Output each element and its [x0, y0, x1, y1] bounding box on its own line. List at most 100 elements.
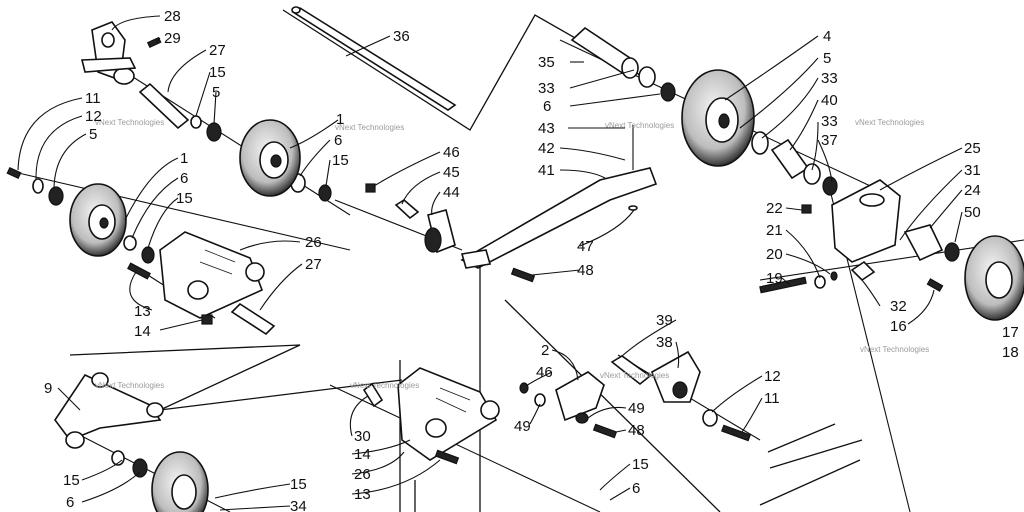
- callout-26-left: 26: [305, 234, 322, 251]
- bushing-stack-33-40-37: [751, 131, 838, 196]
- callout-11-right: 11: [764, 390, 780, 407]
- callout-15-top: 15: [209, 64, 226, 81]
- callout-11-left: 11: [85, 90, 101, 107]
- svg-text:vNext Technologies: vNext Technologies: [855, 118, 924, 127]
- callout-33-c: 33: [821, 113, 838, 130]
- callout-32: 32: [890, 298, 907, 315]
- callout-13-left: 13: [134, 303, 151, 320]
- callout-34: 34: [290, 498, 307, 512]
- callout-46-lower: 46: [536, 364, 553, 381]
- bolt-19-stack: [759, 260, 944, 294]
- callout-numbers: 28 29 27 15 5 11 12 5 1 6 15 1 6 15 26 2…: [44, 8, 1019, 512]
- callout-14-left: 14: [134, 323, 151, 340]
- callout-2: 2: [541, 342, 549, 359]
- callout-49-right: 49: [628, 400, 645, 417]
- callout-17: 17: [1002, 324, 1019, 341]
- callout-21: 21: [766, 222, 783, 239]
- callout-28: 28: [164, 8, 181, 25]
- callout-22: 22: [766, 200, 783, 217]
- bracket-28: [80, 21, 137, 85]
- callout-1-lower: 1: [180, 150, 188, 167]
- callout-45: 45: [443, 164, 460, 181]
- callout-19: 19: [766, 270, 783, 287]
- arm-9: [54, 372, 164, 478]
- leader-lines: [17, 15, 963, 511]
- bolt-13-left: [127, 262, 213, 325]
- callout-13-center: 13: [354, 486, 371, 503]
- callout-47: 47: [577, 238, 594, 255]
- callout-29: 29: [164, 30, 181, 47]
- callout-5-top: 5: [212, 84, 220, 101]
- hardware-left-stack: [6, 115, 332, 264]
- callout-18: 18: [1002, 344, 1019, 361]
- callout-6-lower: 6: [180, 170, 188, 187]
- callout-48-lower: 48: [628, 422, 645, 439]
- callout-50: 50: [964, 204, 981, 221]
- callout-41: 41: [538, 162, 555, 179]
- wheel-4: [681, 69, 755, 167]
- bracket-38-39: [610, 350, 751, 442]
- idler-wheel-bottom-left: [151, 451, 209, 512]
- svg-text:vNext Technologies: vNext Technologies: [350, 381, 419, 390]
- callout-15-bottom: 15: [290, 476, 307, 493]
- callout-5-right: 5: [823, 50, 831, 67]
- callout-27-top: 27: [209, 42, 226, 59]
- svg-text:vNext Technologies: vNext Technologies: [600, 371, 669, 380]
- bracket-26-center: [362, 367, 500, 465]
- callout-16: 16: [890, 318, 907, 335]
- bracket-26-left: [159, 231, 265, 319]
- callout-31: 31: [964, 162, 981, 179]
- wheel-right-edge: [964, 235, 1024, 321]
- idler-wheel-1-upper: [239, 119, 301, 197]
- roller-35: [570, 26, 676, 102]
- callout-42: 42: [538, 140, 555, 157]
- callout-43: 43: [538, 120, 555, 137]
- spacer-44-45-46: [365, 183, 456, 254]
- callout-36: 36: [393, 28, 410, 45]
- callout-27-left: 27: [305, 256, 322, 273]
- callout-39: 39: [656, 312, 673, 329]
- spacer-27-lower: [230, 302, 276, 336]
- spacer-27-top: [138, 82, 190, 130]
- svg-text:vNext Technologies: vNext Technologies: [95, 118, 164, 127]
- svg-text:vNext Technologies: vNext Technologies: [95, 381, 164, 390]
- callout-6-bottom-left: 6: [66, 494, 74, 511]
- callout-6-right-bottom: 6: [632, 480, 640, 497]
- callout-15-lower: 15: [176, 190, 193, 207]
- callout-37: 37: [821, 132, 838, 149]
- callout-44: 44: [443, 184, 460, 201]
- callout-20: 20: [766, 246, 783, 263]
- callout-26-center: 26: [354, 466, 371, 483]
- mount-plate-25: [801, 179, 960, 263]
- watermarks: vNext Technologies vNext Technologies vN…: [95, 118, 929, 390]
- shaft-36: [291, 6, 457, 111]
- arm-41-42: [460, 125, 658, 283]
- svg-text:vNext Technologies: vNext Technologies: [860, 345, 929, 354]
- callout-48-upper: 48: [577, 262, 594, 279]
- callout-5-left: 5: [89, 126, 97, 143]
- callout-12-right: 12: [764, 368, 781, 385]
- callout-49-left: 49: [514, 418, 531, 435]
- frame-phantom-lines: [69, 9, 721, 512]
- callout-24: 24: [964, 182, 981, 199]
- callout-33-a: 33: [538, 80, 555, 97]
- callout-1-upper: 1: [336, 111, 344, 128]
- callout-25: 25: [964, 140, 981, 157]
- callout-6-right: 6: [543, 98, 551, 115]
- callout-15-right-bottom: 15: [632, 456, 649, 473]
- callout-12-left: 12: [85, 108, 102, 125]
- callout-46-center: 46: [443, 144, 460, 161]
- track-rail: [759, 423, 863, 506]
- block-2: [519, 371, 618, 439]
- callout-33-b: 33: [821, 70, 838, 87]
- callout-35: 35: [538, 54, 555, 71]
- callout-9: 9: [44, 380, 52, 397]
- callout-30: 30: [354, 428, 371, 445]
- svg-text:vNext Technologies: vNext Technologies: [335, 123, 404, 132]
- callout-38: 38: [656, 334, 673, 351]
- callout-6-upper: 6: [334, 132, 342, 149]
- callout-40: 40: [821, 92, 838, 109]
- svg-text:vNext Technologies: vNext Technologies: [605, 121, 674, 130]
- callout-15-bottom-left: 15: [63, 472, 80, 489]
